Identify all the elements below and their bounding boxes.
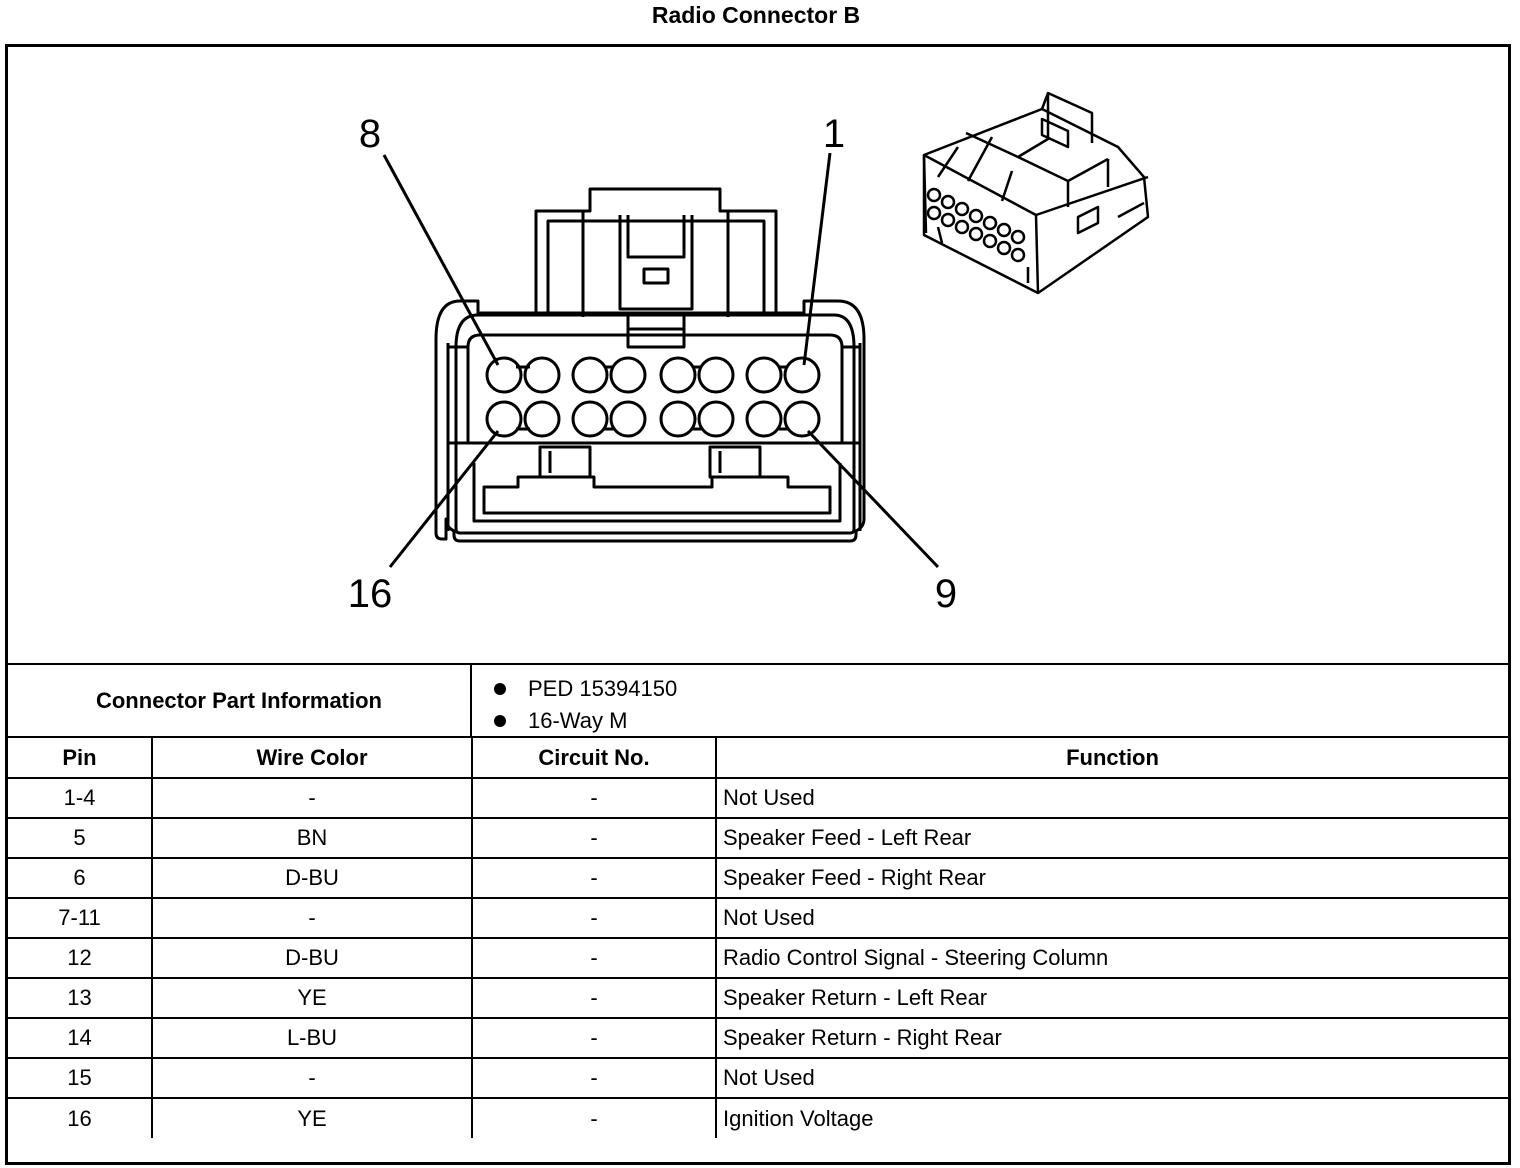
circuit-cell: - <box>472 978 717 1019</box>
circuit-cell: - <box>472 818 717 859</box>
table-row: 7-11 - - Not Used <box>8 898 1508 939</box>
function-cell: Not Used <box>716 1058 1508 1099</box>
pin-cell: 6 <box>8 858 153 899</box>
pin-cavities <box>485 356 821 438</box>
circuit-cell: - <box>472 938 717 979</box>
bullet-icon <box>494 683 506 695</box>
connector-sheet: 8 1 16 9 <box>5 44 1511 1165</box>
part-info-item: PED 15394150 <box>494 673 677 705</box>
pin-cell: 12 <box>8 938 153 979</box>
header-circuit: Circuit No. <box>472 738 717 779</box>
pinout-table: Pin Wire Color Circuit No. Function 1-4 … <box>8 738 1508 1138</box>
iso-pin-holes <box>926 187 1026 263</box>
part-info-item: 16-Way M <box>494 705 677 737</box>
wire-color-cell: - <box>152 1058 473 1099</box>
header-pin: Pin <box>8 738 153 779</box>
circuit-cell: - <box>472 1018 717 1059</box>
pin-label-9: 9 <box>935 572 957 616</box>
table-row: 14 L-BU - Speaker Return - Right Rear <box>8 1018 1508 1059</box>
function-cell: Speaker Feed - Left Rear <box>716 818 1508 859</box>
header-wire-color: Wire Color <box>152 738 473 779</box>
table-row: 5 BN - Speaker Feed - Left Rear <box>8 818 1508 859</box>
wire-color-cell: - <box>152 778 473 819</box>
pin-cell: 14 <box>8 1018 153 1059</box>
table-row: 6 D-BU - Speaker Feed - Right Rear <box>8 858 1508 899</box>
function-cell: Not Used <box>716 898 1508 939</box>
circuit-cell: - <box>472 778 717 819</box>
function-cell: Speaker Feed - Right Rear <box>716 858 1508 899</box>
page-title: Radio Connector B <box>651 2 861 28</box>
table-row: 15 - - Not Used <box>8 1058 1508 1099</box>
circuit-cell: - <box>472 1058 717 1099</box>
wire-color-cell: - <box>152 898 473 939</box>
function-cell: Ignition Voltage <box>723 1105 874 1131</box>
pin-cell: 13 <box>8 978 153 1019</box>
function-cell: Speaker Return - Left Rear <box>716 978 1508 1019</box>
table-row: 1-4 - - Not Used <box>8 778 1508 819</box>
connector-drawing: 8 1 16 9 <box>348 91 1150 616</box>
table-row: 13 YE - Speaker Return - Left Rear <box>8 978 1508 1019</box>
pin-leader-lines <box>382 152 940 569</box>
connector-diagram: 8 1 16 9 <box>8 47 1508 663</box>
connector-type: 16-Way M <box>528 708 628 733</box>
wire-color-cell: D-BU <box>152 938 473 979</box>
top-pin-row <box>485 356 821 394</box>
function-cell: Radio Control Signal - Steering Column <box>716 938 1508 979</box>
connector-isometric-view <box>922 91 1150 295</box>
table-row: 16 YE - Ignition Voltage <box>8 1098 1508 1138</box>
connector-part-info: Connector Part Information PED 15394150 … <box>8 663 1508 738</box>
pin-label-16: 16 <box>348 572 393 616</box>
pin-label-8: 8 <box>359 112 381 156</box>
header-function: Function <box>716 738 1508 779</box>
table-row: 12 D-BU - Radio Control Signal - Steerin… <box>8 938 1508 979</box>
wire-color-cell: L-BU <box>152 1018 473 1059</box>
pin-cell: 15 <box>8 1058 153 1099</box>
part-info-list: PED 15394150 16-Way M <box>494 673 677 737</box>
pin-cell: 16 <box>8 1098 153 1138</box>
wire-color-cell: BN <box>152 818 473 859</box>
bullet-icon <box>494 715 506 727</box>
wire-color-cell: D-BU <box>152 858 473 899</box>
pin-cell: 5 <box>8 818 153 859</box>
bottom-pin-row <box>485 400 821 438</box>
pin-cell: 1-4 <box>8 778 153 819</box>
pin-label-1: 1 <box>823 112 845 156</box>
function-cell: Speaker Return - Right Rear <box>716 1018 1508 1059</box>
circuit-cell: - <box>472 1098 717 1138</box>
wire-color-cell: YE <box>152 1098 473 1138</box>
pin-cell: 7-11 <box>8 898 153 939</box>
function-cell: Not Used <box>716 778 1508 819</box>
part-number: PED 15394150 <box>528 676 678 701</box>
circuit-cell: - <box>472 898 717 939</box>
connector-face <box>434 187 866 543</box>
circuit-cell: - <box>472 858 717 899</box>
wire-color-cell: YE <box>152 978 473 1019</box>
table-header-row: Pin Wire Color Circuit No. Function <box>8 738 1508 779</box>
part-info-label: Connector Part Information <box>8 665 472 736</box>
